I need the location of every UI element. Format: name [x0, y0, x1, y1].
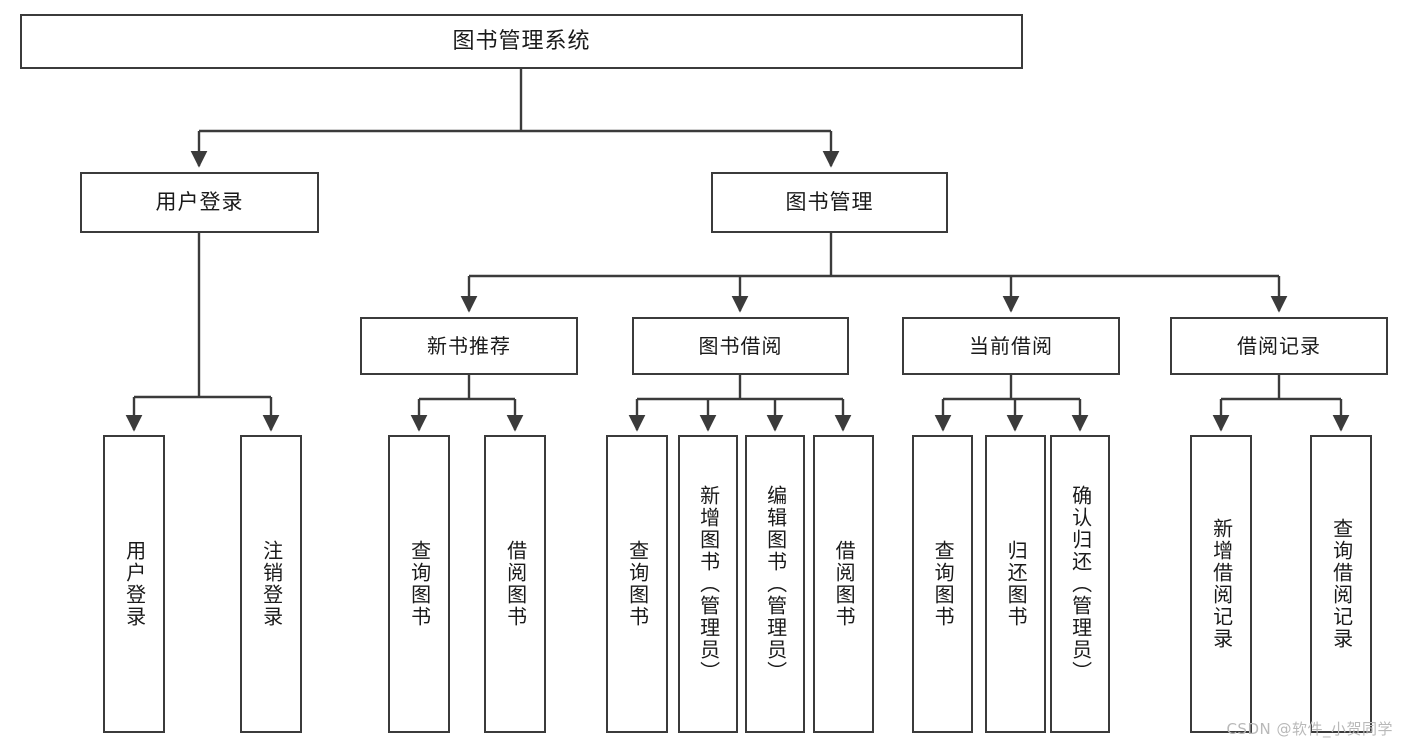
- node-leaf-return-book-label: 归还图书: [1004, 540, 1029, 628]
- node-leaf-query-record[interactable]: 查询借阅记录: [1310, 435, 1372, 733]
- node-leaf-edit-book-label: 编辑图书（管理员）: [763, 485, 788, 683]
- node-book-borrow-label: 图书借阅: [698, 333, 783, 358]
- node-leaf-add-record-label: 新增借阅记录: [1209, 518, 1234, 650]
- node-leaf-edit-book[interactable]: 编辑图书（管理员）: [745, 435, 805, 733]
- node-borrow-record[interactable]: 借阅记录: [1170, 317, 1388, 375]
- node-leaf-query-book-3[interactable]: 查询图书: [912, 435, 973, 733]
- node-leaf-query-book-1-label: 查询图书: [407, 540, 432, 628]
- node-leaf-borrow-book-1-label: 借阅图书: [503, 540, 528, 628]
- node-leaf-confirm-return-label: 确认归还（管理员）: [1068, 485, 1093, 683]
- node-root[interactable]: 图书管理系统: [20, 14, 1023, 69]
- node-leaf-borrow-book-2-label: 借阅图书: [832, 540, 857, 628]
- node-new-book-recommend[interactable]: 新书推荐: [360, 317, 578, 375]
- node-leaf-user-login-label: 用户登录: [122, 540, 147, 628]
- node-new-book-recommend-label: 新书推荐: [427, 333, 511, 358]
- node-leaf-query-record-label: 查询借阅记录: [1329, 518, 1354, 650]
- node-leaf-query-book-3-label: 查询图书: [931, 540, 956, 628]
- csdn-watermark: CSDN @软件_小贺同学: [1226, 720, 1393, 738]
- node-leaf-confirm-return[interactable]: 确认归还（管理员）: [1050, 435, 1110, 733]
- node-user-login-label: 用户登录: [155, 190, 244, 215]
- node-leaf-user-logout-label: 注销登录: [259, 540, 284, 628]
- node-user-login[interactable]: 用户登录: [80, 172, 319, 233]
- node-leaf-borrow-book-1[interactable]: 借阅图书: [484, 435, 546, 733]
- node-book-manage-label: 图书管理: [785, 190, 874, 215]
- node-leaf-return-book[interactable]: 归还图书: [985, 435, 1046, 733]
- node-leaf-add-book-label: 新增图书（管理员）: [696, 485, 721, 683]
- node-leaf-add-book[interactable]: 新增图书（管理员）: [678, 435, 738, 733]
- node-leaf-user-logout[interactable]: 注销登录: [240, 435, 302, 733]
- node-leaf-borrow-book-2[interactable]: 借阅图书: [813, 435, 874, 733]
- node-book-manage[interactable]: 图书管理: [711, 172, 948, 233]
- node-leaf-add-record[interactable]: 新增借阅记录: [1190, 435, 1252, 733]
- node-current-borrow-label: 当前借阅: [969, 333, 1053, 358]
- node-current-borrow[interactable]: 当前借阅: [902, 317, 1120, 375]
- node-root-label: 图书管理系统: [452, 28, 591, 54]
- node-leaf-user-login[interactable]: 用户登录: [103, 435, 165, 733]
- node-leaf-query-book-2[interactable]: 查询图书: [606, 435, 668, 733]
- node-book-borrow[interactable]: 图书借阅: [632, 317, 849, 375]
- node-leaf-query-book-2-label: 查询图书: [625, 540, 650, 628]
- node-borrow-record-label: 借阅记录: [1237, 333, 1321, 358]
- node-leaf-query-book-1[interactable]: 查询图书: [388, 435, 450, 733]
